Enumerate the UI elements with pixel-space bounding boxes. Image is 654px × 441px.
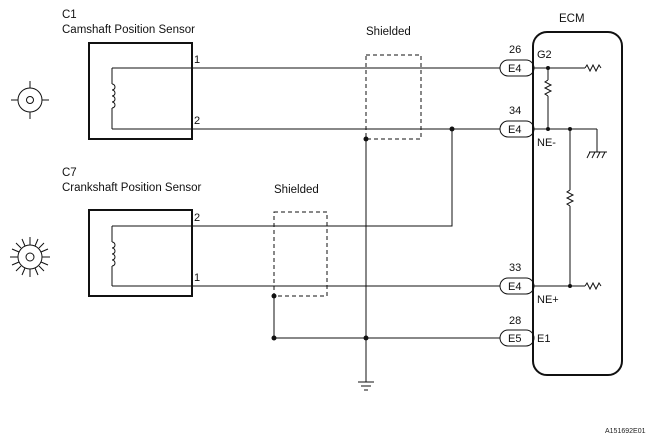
connector-label: E5 xyxy=(508,333,521,345)
terminal-signal: G2 xyxy=(537,49,552,61)
crank-pin-top: 2 xyxy=(194,212,200,224)
cam-pin-bottom: 2 xyxy=(194,115,200,127)
junction-dot xyxy=(363,335,369,341)
shield-lower-label: Shielded xyxy=(274,184,319,196)
ground-symbol-ecm xyxy=(586,151,607,159)
crank-pickup-coil xyxy=(111,225,192,287)
cam-sensor-name: Camshaft Position Sensor xyxy=(62,24,195,36)
connector-label: E4 xyxy=(508,281,521,293)
terminal-signal: NE- xyxy=(537,137,556,149)
cam-sensor: 1 2 xyxy=(88,42,200,140)
terminal-signal: NE+ xyxy=(537,294,559,306)
junction-dot xyxy=(363,136,369,142)
ecm-terminal-e1: 28 E5 E1 xyxy=(499,315,550,347)
junction-dot xyxy=(449,126,455,132)
ecm-box xyxy=(532,31,623,376)
terminal-pin: 34 xyxy=(509,105,521,117)
shield-lower xyxy=(273,211,328,297)
ecm-internal-circuit xyxy=(534,63,607,291)
cam-sensor-box xyxy=(88,42,193,140)
crank-sensor-code: C7 xyxy=(62,167,77,179)
crankshaft-gear-icon xyxy=(10,237,50,277)
junction-dot xyxy=(271,335,277,341)
wire-ne-minus-crank xyxy=(192,129,453,227)
camshaft-reluctor-icon xyxy=(11,81,49,119)
wiring xyxy=(192,67,500,391)
cam-sensor-code: C1 xyxy=(62,9,77,21)
crank-sensor-box xyxy=(88,209,193,297)
terminal-pin: 28 xyxy=(509,315,521,327)
crank-pin-bottom: 1 xyxy=(194,272,200,284)
figure-id: A151692E01 xyxy=(605,428,646,435)
ecm: ECM 26 E4 G2 34 E4 NE- 33 E4 NE+ 28 E5 E… xyxy=(499,13,623,376)
ecm-terminal-ne-minus: 34 E4 NE- xyxy=(499,105,556,149)
connector-label: E4 xyxy=(508,63,521,75)
crank-sensor: 2 1 xyxy=(88,209,200,297)
connector-badge xyxy=(499,329,535,347)
ecm-terminal-ne-plus: 33 E4 NE+ xyxy=(499,262,559,306)
ecm-terminal-g2: 26 E4 G2 xyxy=(499,44,552,77)
terminal-pin: 26 xyxy=(509,44,521,56)
connector-label: E4 xyxy=(508,124,521,136)
terminal-pin: 33 xyxy=(509,262,521,274)
shield-upper-label: Shielded xyxy=(366,26,411,38)
cam-pickup-coil xyxy=(111,67,192,130)
ground-symbol-shield xyxy=(358,381,374,391)
crank-sensor-name: Crankshaft Position Sensor xyxy=(62,182,202,194)
terminal-signal: E1 xyxy=(537,333,550,345)
ecm-title: ECM xyxy=(559,13,585,25)
cam-pin-top: 1 xyxy=(194,54,200,66)
